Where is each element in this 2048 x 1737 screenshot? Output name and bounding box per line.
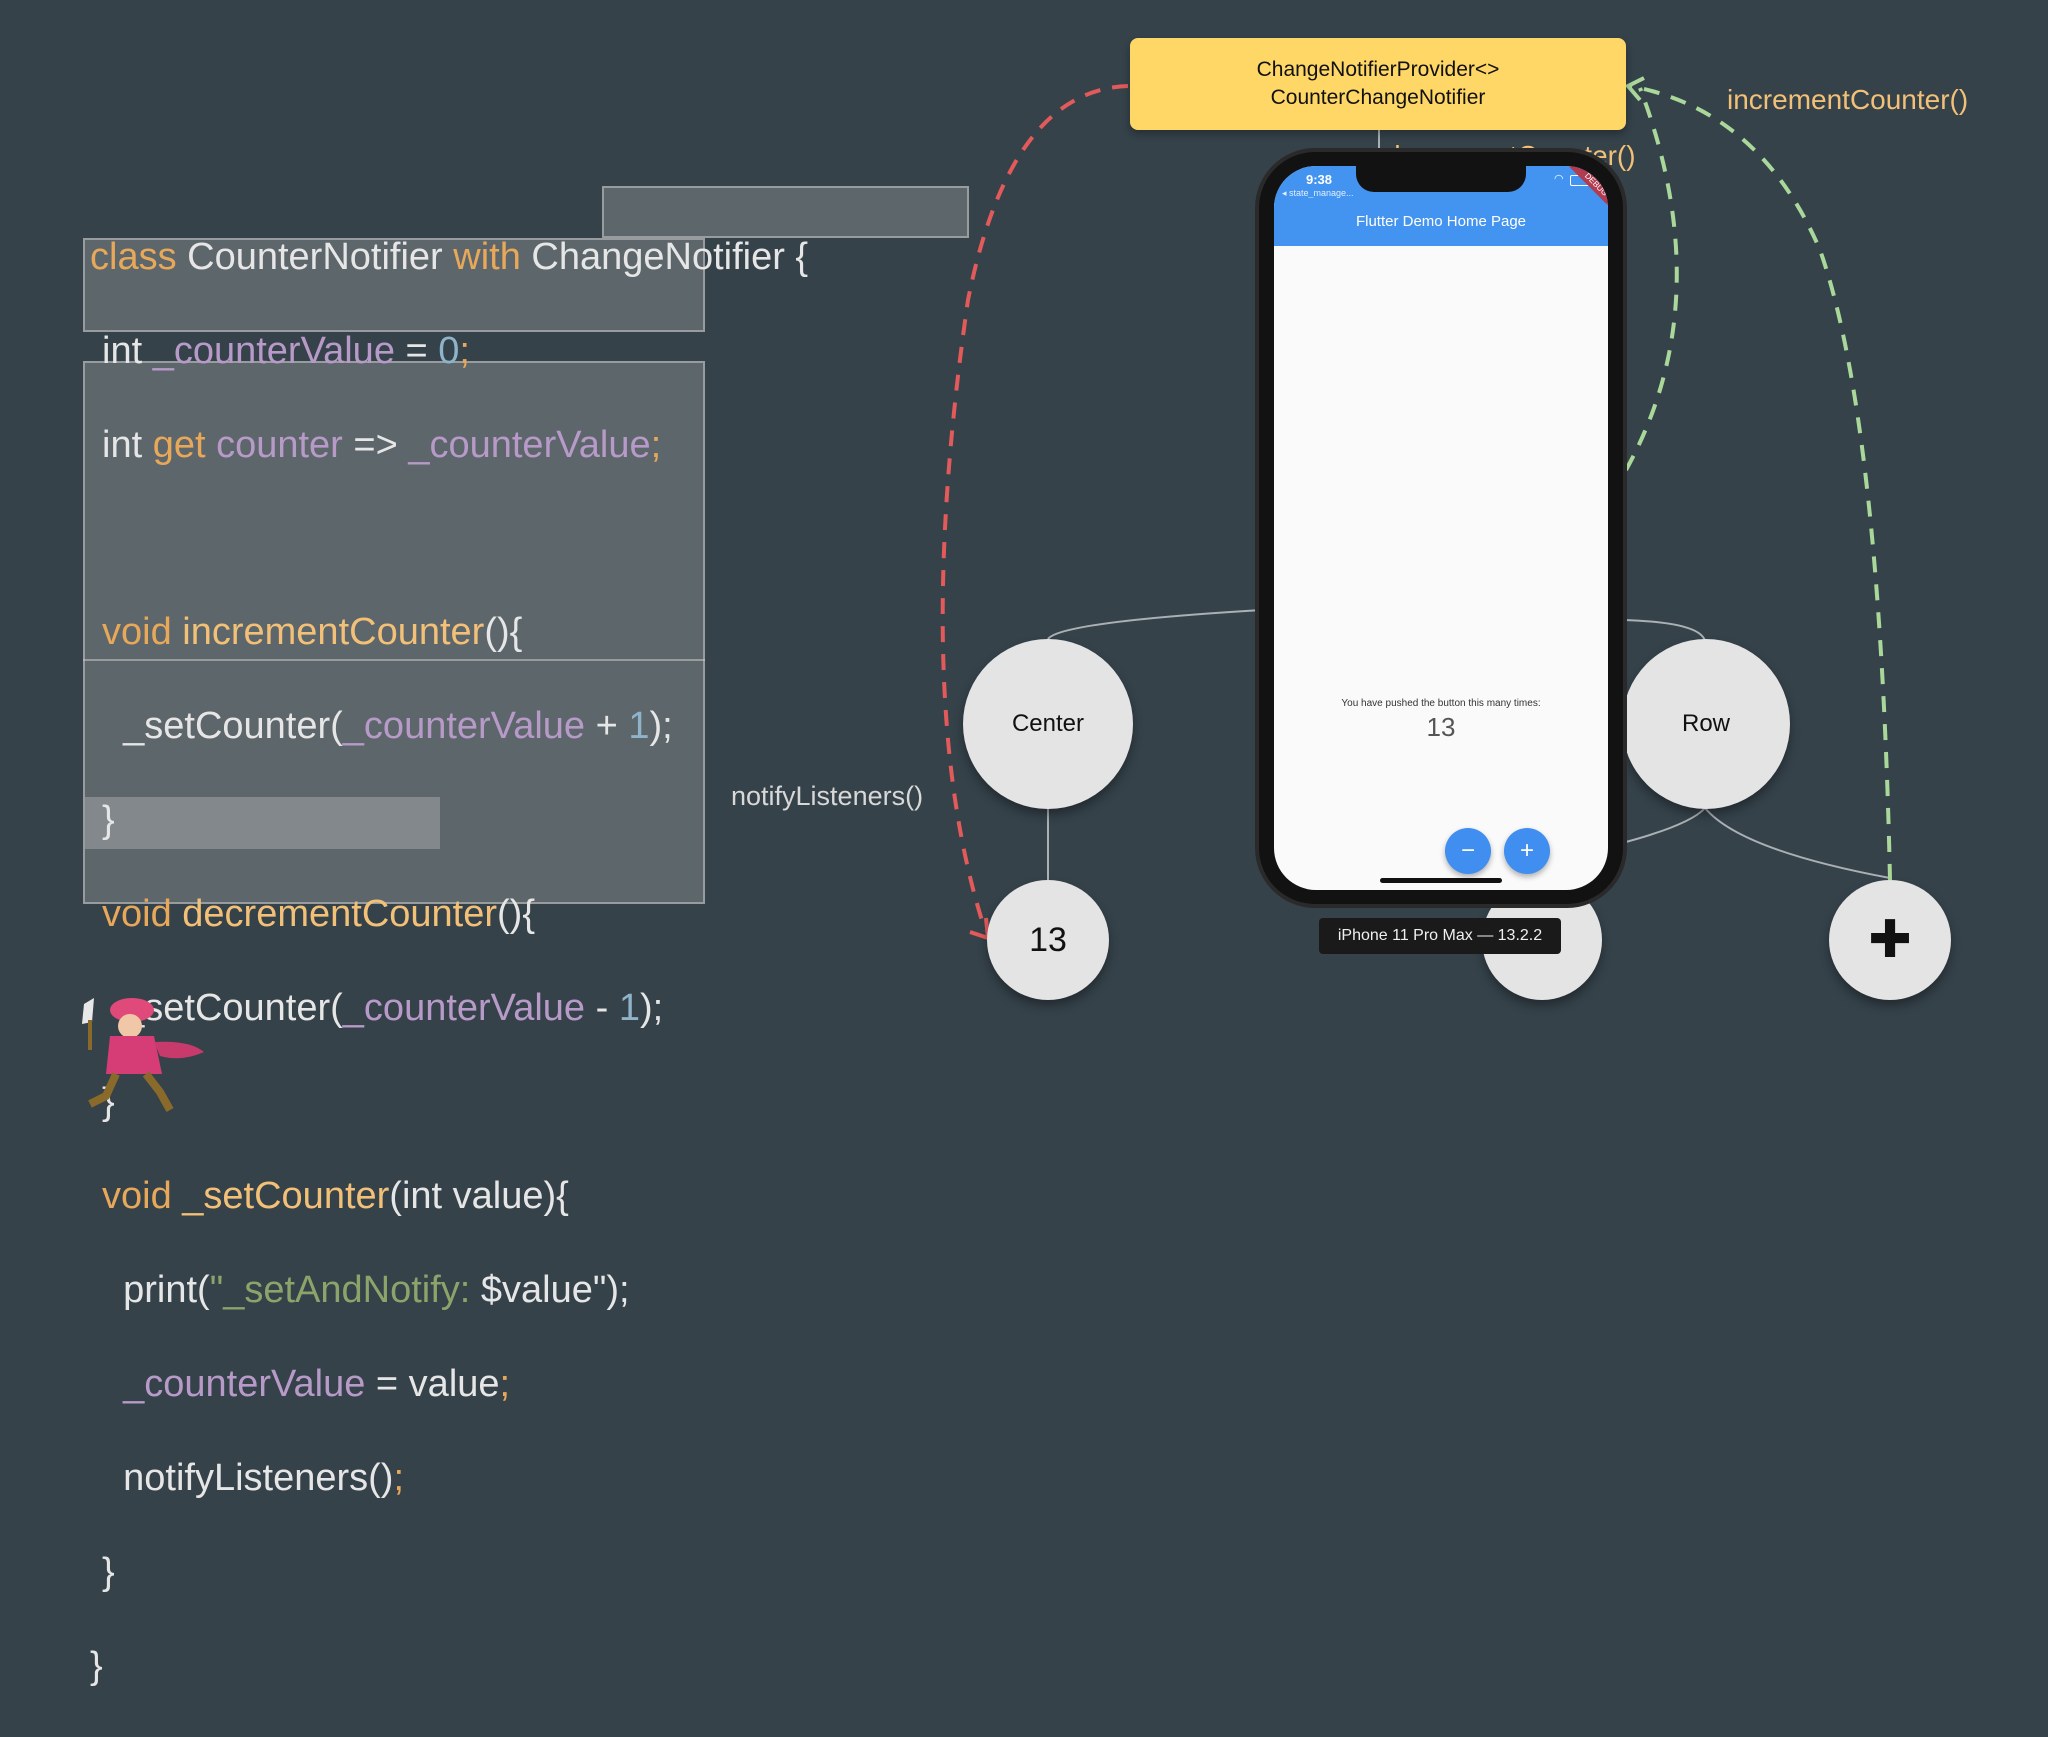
count-node: 13 <box>987 880 1109 1000</box>
code-line-dec-call: _setCounter(_counterValue - 1); <box>102 987 664 1029</box>
phone-screen: 9:38 ◂ state_manage... ◠ Flutter Demo Ho… <box>1274 166 1608 890</box>
code-line-inc-call: _setCounter(_counterValue + 1); <box>102 705 673 747</box>
code-line-assign: _counterValue = value; <box>102 1363 511 1405</box>
center-node: Center <box>963 639 1133 809</box>
status-time: 9:38 <box>1306 172 1333 187</box>
app-title: Flutter Demo Home Page <box>1355 213 1527 230</box>
code-line-getter: int get counter => _counterValue; <box>102 424 662 466</box>
code-line-field: int _counterValue = 0; <box>102 330 470 372</box>
code-line-set: void _setCounter(int value){ <box>102 1175 569 1217</box>
code-line-class: class CounterNotifier with ChangeNotifie… <box>90 236 809 278</box>
row-node: Row <box>1622 639 1790 809</box>
code-highlight-fields <box>83 238 705 332</box>
increment-label: incrementCounter() <box>1727 84 1969 115</box>
notify-label: notifyListeners() <box>731 781 924 811</box>
increment-arrow <box>1629 84 1892 881</box>
decrement-button[interactable]: − <box>1445 828 1491 874</box>
plus-icon: ✚ <box>1868 911 1912 969</box>
status-back-app[interactable]: ◂ state_manage... <box>1282 188 1354 198</box>
code-line-dec: void decrementCounter(){ <box>102 893 536 935</box>
provider-line-2: CounterChangeNotifier <box>1270 86 1486 109</box>
increment-button[interactable]: + <box>1504 828 1550 874</box>
counter-text: 13 <box>1426 712 1456 742</box>
debug-banner: DEBUG <box>1566 166 1608 214</box>
code-line-notify: notifyListeners(); <box>102 1457 405 1499</box>
code-highlight-changenotifier <box>602 186 969 238</box>
code-highlight-notify <box>85 797 440 849</box>
provider-box: ChangeNotifierProvider<> CounterChangeNo… <box>1130 38 1626 130</box>
dash-mascot-icon <box>82 998 204 1112</box>
code-divider <box>83 659 705 661</box>
phone-frame: 9:38 ◂ state_manage... ◠ Flutter Demo Ho… <box>1259 152 1623 904</box>
code-line-print: print("_setAndNotify: $value"); <box>102 1269 630 1311</box>
widget-tree-lines <box>940 76 1892 941</box>
device-tooltip: iPhone 11 Pro Max — 13.2.2 <box>1319 918 1561 954</box>
phone-notch <box>1356 166 1526 192</box>
notify-arrow <box>940 84 1129 931</box>
wifi-icon: ◠ <box>1554 173 1564 185</box>
code-highlight-methods <box>83 361 705 904</box>
plus-node: ✚ <box>1829 880 1951 1000</box>
home-indicator <box>1380 878 1502 883</box>
push-message: You have pushed the button this many tim… <box>1341 698 1541 709</box>
code-line-inc: void incrementCounter(){ <box>102 611 523 653</box>
provider-line-1: ChangeNotifierProvider<> <box>1256 58 1500 81</box>
